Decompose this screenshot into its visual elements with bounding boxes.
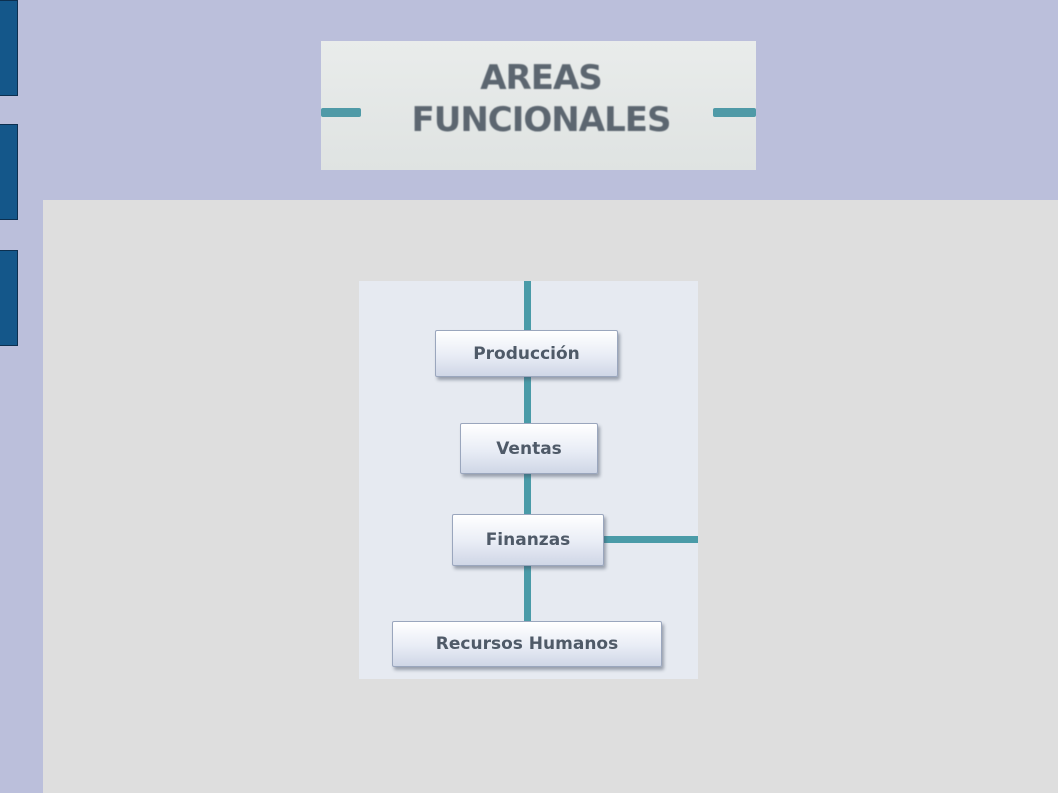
title-dash-right (713, 108, 756, 117)
node-label: Finanzas (485, 530, 571, 550)
slide-accent-bar-2 (0, 124, 18, 220)
slide-title-line-2: FUNCIONALES (411, 100, 672, 140)
title-dash-left (321, 108, 361, 117)
slide-title: AREAS FUNCIONALES (381, 57, 701, 141)
connector-top (524, 281, 531, 331)
slide-title-line-1: AREAS (480, 58, 603, 98)
slide-accent-bar-1 (0, 0, 18, 96)
connector-finanzas-rrhh (524, 565, 531, 622)
node-label: Producción (473, 343, 580, 364)
node-recursos-humanos: Recursos Humanos (392, 621, 662, 667)
node-finanzas: Finanzas (452, 514, 604, 566)
connector-ventas-finanzas (524, 473, 531, 515)
node-ventas: Ventas (460, 423, 598, 474)
title-image: AREAS FUNCIONALES (321, 41, 756, 170)
org-diagram: Producción Ventas Finanzas Recursos Huma… (359, 281, 698, 679)
connector-finanzas-right (603, 536, 698, 543)
node-label: Ventas (496, 438, 562, 459)
slide-accent-bar-3 (0, 250, 18, 346)
node-label: Recursos Humanos (435, 634, 619, 654)
connector-produccion-ventas (524, 376, 531, 424)
node-produccion: Producción (435, 330, 618, 377)
